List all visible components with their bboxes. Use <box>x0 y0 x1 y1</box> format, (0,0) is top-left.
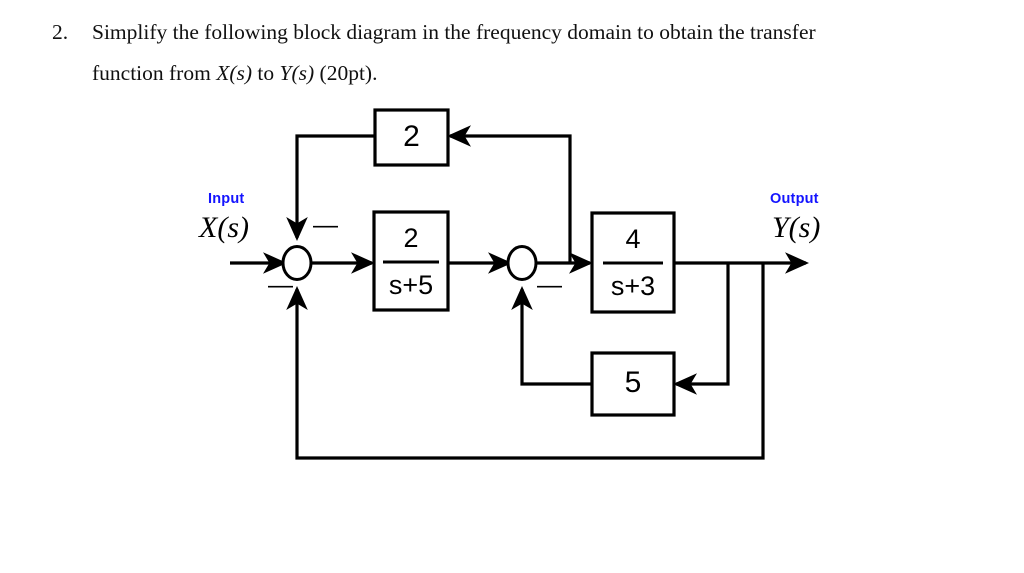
wire-output-branch-to-gain2 <box>447 125 572 263</box>
sum2-bottom-minus-sign: — <box>537 271 562 299</box>
sum1-bottom-minus-sign: — <box>268 271 293 299</box>
sum1-top-minus-sign: — <box>313 211 338 239</box>
summing-junction-1 <box>281 245 313 281</box>
wire-gain2-to-sum1 <box>286 134 375 241</box>
block-tf-2-s5-denominator: s+5 <box>389 270 433 300</box>
output-symbol-text: Y(s) <box>772 211 821 244</box>
block-diagram: 2 2 s+5 4 s+3 5 — — — Input X(s) Output … <box>0 95 1024 515</box>
input-symbol-label: X(s) <box>199 211 249 245</box>
question-y-of-s: Y(s) <box>279 61 315 85</box>
block-tf-4-s3-numerator: 4 <box>625 224 640 254</box>
output-kicker-label: Output <box>770 191 819 207</box>
input-symbol-text: X(s) <box>199 211 249 244</box>
question-body: Simplify the following block diagram in … <box>92 12 952 94</box>
wire-output-branch-to-gain5 <box>673 263 730 395</box>
block-gain-5-label: 5 <box>625 366 642 399</box>
wire-outer-feedback-to-sum1 <box>286 263 765 460</box>
question-line-2-pre: function from <box>92 61 217 85</box>
question-line-1: Simplify the following block diagram in … <box>92 20 816 44</box>
block-gain-2-rect <box>373 108 450 167</box>
block-diagram-svg: 2 2 s+5 4 s+3 5 <box>230 108 809 460</box>
question-number: 2. <box>52 20 69 44</box>
wire-gain5-to-sum2 <box>511 286 592 386</box>
block-gain-5-rect <box>590 351 676 417</box>
summing-junction-2 <box>506 245 538 281</box>
question-text: 2. Simplify the following block diagram … <box>52 12 952 94</box>
output-symbol-label: Y(s) <box>772 211 820 245</box>
block-gain-2-label: 2 <box>403 120 420 153</box>
question-x-of-s: X(s) <box>216 61 253 85</box>
question-line-2-post: (20pt). <box>314 61 378 85</box>
input-kicker-label: Input <box>208 191 245 207</box>
question-line-2-mid: to <box>252 61 280 85</box>
block-tf-2-s5-numerator: 2 <box>403 223 418 253</box>
block-tf-4-s3-denominator: s+3 <box>611 271 655 301</box>
